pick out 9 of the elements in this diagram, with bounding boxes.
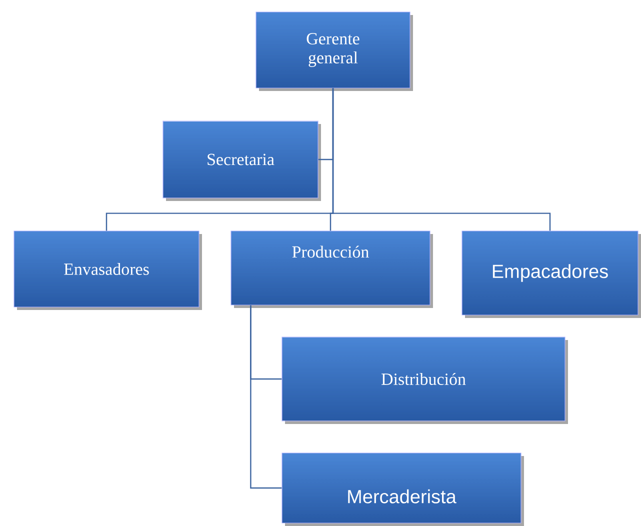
connector-line	[250, 305, 282, 489]
org-box: Producción	[230, 230, 433, 308]
org-box: Distribución	[282, 336, 568, 424]
org-box: Mercaderista	[282, 452, 524, 526]
org-box: Gerente general	[256, 12, 413, 91]
connector-line	[332, 88, 551, 231]
org-box: Envasadores	[14, 230, 202, 310]
org-box: Empacadores	[462, 230, 641, 318]
org-box: Secretaria	[162, 120, 321, 201]
